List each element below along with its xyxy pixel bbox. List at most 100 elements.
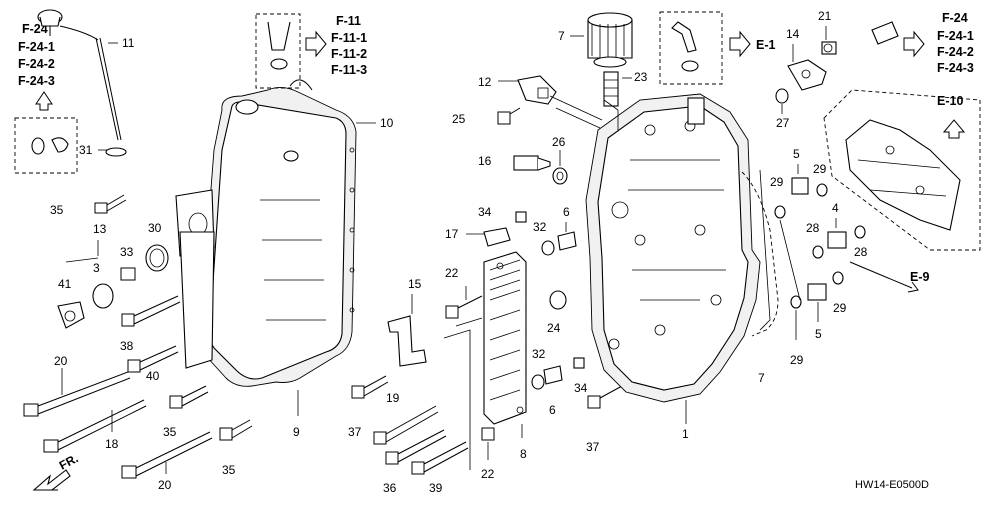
ref-block-right: F-24 F-24-1 F-24-2 F-24-3: [903, 11, 974, 75]
callout-7-b[interactable]: 7: [758, 371, 765, 385]
bolt-35b: [169, 385, 209, 409]
bolt-33: [120, 267, 136, 281]
left-cover: [199, 79, 357, 387]
right-arrow-icon-e1: [729, 30, 751, 58]
ref-right-2[interactable]: F-24-2: [937, 45, 974, 59]
callout-32-a[interactable]: 32: [533, 220, 547, 234]
ref-left-2[interactable]: F-24-2: [18, 57, 55, 71]
callout-37-a[interactable]: 37: [348, 425, 362, 439]
callout-5-a[interactable]: 5: [793, 147, 800, 161]
callout-5-b[interactable]: 5: [815, 327, 822, 341]
ref-right-3[interactable]: F-24-3: [937, 61, 974, 75]
ref-block-top-center: F-11 F-11-1 F-11-2 F-11-3: [255, 13, 367, 89]
callout-25[interactable]: 25: [452, 112, 466, 126]
callout-8[interactable]: 8: [520, 447, 527, 461]
callout-32-b[interactable]: 32: [532, 347, 546, 361]
ref-right-1[interactable]: F-24-1: [937, 29, 974, 43]
callout-18[interactable]: 18: [105, 437, 119, 451]
ref-e10[interactable]: E-10: [937, 94, 963, 108]
ref-left-3[interactable]: F-24-3: [18, 74, 55, 88]
ref-top-2[interactable]: F-11-2: [331, 47, 367, 61]
bracket-15: [387, 315, 427, 367]
ref-left-1[interactable]: F-24-1: [18, 40, 55, 54]
callout-6-a[interactable]: 6: [563, 205, 570, 219]
callout-41[interactable]: 41: [58, 277, 72, 291]
ref-block-e9: E-9: [849, 261, 930, 293]
hose-piece: [871, 21, 899, 45]
callout-27[interactable]: 27: [776, 116, 790, 130]
callout-35-c[interactable]: 35: [222, 463, 236, 477]
callout-3[interactable]: 3: [93, 261, 100, 275]
plug-24: [549, 290, 567, 310]
ref-e9[interactable]: E-9: [910, 270, 930, 284]
callout-1[interactable]: 1: [682, 427, 689, 441]
ref-block-left: F-24 F-24-1 F-24-2 F-24-3: [18, 22, 55, 111]
washer-26: [552, 167, 568, 185]
callout-29-a[interactable]: 29: [770, 175, 784, 189]
gasket-outline: [741, 171, 779, 337]
callout-37-b[interactable]: 37: [586, 440, 600, 454]
ref-left-0[interactable]: F-24: [22, 22, 48, 36]
callout-16[interactable]: 16: [478, 154, 492, 168]
callout-33[interactable]: 33: [120, 245, 134, 259]
callout-29-c[interactable]: 29: [833, 301, 847, 315]
pin-34b: [573, 357, 585, 369]
bolt-36: [385, 429, 447, 465]
bracket-plate: [175, 189, 215, 369]
callout-36[interactable]: 36: [383, 481, 397, 495]
callout-26[interactable]: 26: [552, 135, 566, 149]
callout-13[interactable]: 13: [93, 222, 107, 236]
o-ring-32b: [531, 374, 545, 390]
callout-31[interactable]: 31: [79, 143, 93, 157]
ref-top-3[interactable]: F-11-3: [331, 63, 367, 77]
front-direction-icon: [32, 469, 71, 491]
ref-top-0[interactable]: F-11: [336, 14, 361, 28]
dowel-6a: [557, 231, 577, 251]
callout-17[interactable]: 17: [445, 227, 459, 241]
bolt-22b: [481, 427, 495, 441]
callout-29-b[interactable]: 29: [813, 162, 827, 176]
callout-38[interactable]: 38: [120, 339, 134, 353]
callout-15[interactable]: 15: [408, 277, 422, 291]
fitting-21: [821, 41, 837, 55]
diagram-code: HW14-E0500D: [855, 479, 929, 491]
callout-34-b[interactable]: 34: [574, 381, 588, 395]
stud-23: [603, 71, 619, 107]
callout-14[interactable]: 14: [786, 27, 800, 41]
callout-24[interactable]: 24: [547, 321, 561, 335]
callout-22-b[interactable]: 22: [481, 467, 495, 481]
callout-28-a[interactable]: 28: [806, 221, 820, 235]
oil-cooler: [483, 251, 527, 425]
callout-4[interactable]: 4: [832, 201, 839, 215]
callout-20-b[interactable]: 20: [158, 478, 172, 492]
solenoid-14: [787, 59, 827, 91]
cap-3: [92, 283, 114, 309]
o-ring-29a: [774, 205, 786, 219]
plug-41: [57, 301, 85, 329]
callout-34-a[interactable]: 34: [478, 205, 492, 219]
ref-e1[interactable]: E-1: [756, 38, 776, 52]
callout-39[interactable]: 39: [429, 481, 443, 495]
ref-top-1[interactable]: F-11-1: [331, 31, 367, 45]
callout-40[interactable]: 40: [146, 369, 160, 383]
callout-6-b[interactable]: 6: [549, 403, 556, 417]
callout-29-d[interactable]: 29: [790, 353, 804, 367]
ref-right-0[interactable]: F-24: [942, 11, 968, 25]
bolt-22a: [445, 295, 483, 319]
callout-9[interactable]: 9: [293, 425, 300, 439]
callout-12[interactable]: 12: [478, 75, 492, 89]
callout-20-a[interactable]: 20: [54, 354, 68, 368]
callout-11[interactable]: 11: [122, 36, 135, 50]
o-ring-28a: [812, 245, 824, 259]
callout-22-a[interactable]: 22: [445, 266, 459, 280]
callout-10[interactable]: 10: [380, 116, 394, 130]
callout-19[interactable]: 19: [386, 391, 400, 405]
callout-7-a[interactable]: 7: [558, 29, 565, 43]
callout-23[interactable]: 23: [634, 70, 648, 84]
callout-28-b[interactable]: 28: [854, 245, 868, 259]
callout-35-b[interactable]: 35: [163, 425, 177, 439]
callout-35-a[interactable]: 35: [50, 203, 64, 217]
callout-21[interactable]: 21: [818, 9, 832, 23]
callout-30[interactable]: 30: [148, 221, 162, 235]
